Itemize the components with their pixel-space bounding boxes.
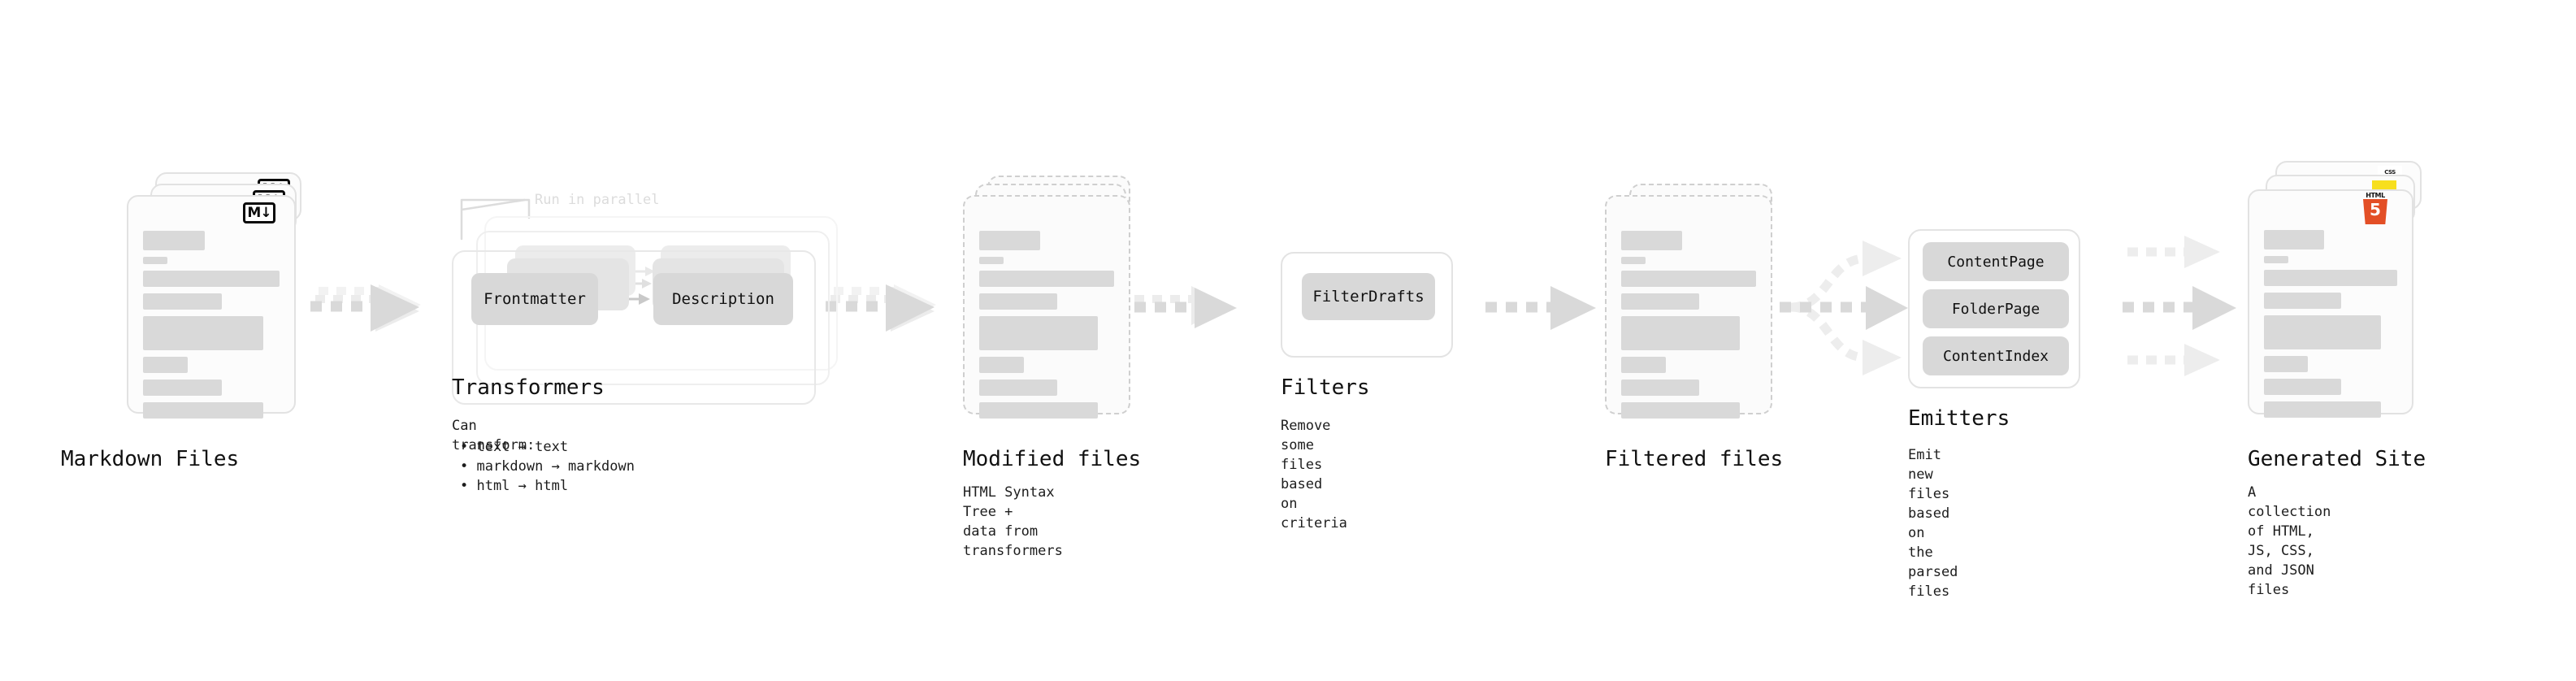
transformers-bullets: • text → text • markdown → markdown • ht…: [460, 437, 635, 496]
markdown-doc-card-front[interactable]: [127, 195, 296, 419]
arrow-markdown-to-transformers: [310, 284, 421, 332]
skeleton-line: [979, 357, 1024, 373]
transformer-card-front[interactable]: Frontmatter Description: [452, 250, 816, 405]
html5-badge-label: HTML: [2366, 192, 2385, 199]
skeleton-line: [979, 316, 1099, 350]
skeleton-line: [1621, 231, 1682, 250]
skeleton-line: [1621, 293, 1700, 310]
modified-files-subtitle: HTML Syntax Tree + data from transformer…: [963, 484, 1063, 559]
skeleton-line: [2264, 230, 2324, 249]
stage-title-generated-site: Generated Site: [2248, 447, 2426, 471]
skeleton-line: [143, 402, 263, 419]
site-doc-card-front[interactable]: [2248, 189, 2413, 418]
skeleton-line: [1621, 402, 1741, 419]
arrow-transformers-to-modified: [826, 284, 936, 332]
skeleton-line: [143, 231, 205, 250]
css-badge-label: CSS: [2384, 169, 2396, 176]
stage-title-markdown-files: Markdown Files: [61, 447, 240, 471]
skeleton-line: [1621, 380, 1700, 396]
generated-site-subtitle: A collection of HTML, JS, CSS, and JSON …: [2248, 484, 2331, 598]
pill-contentindex[interactable]: ContentIndex: [1923, 336, 2069, 375]
skeleton-line: [2264, 256, 2288, 263]
skeleton-line: [1621, 257, 1646, 264]
skeleton-line: [143, 257, 168, 264]
skeleton-line: [2264, 315, 2382, 349]
pill-frontmatter[interactable]: Frontmatter: [471, 273, 598, 325]
filtered-doc-skeleton: [1621, 231, 1756, 419]
arrow-emitters-to-site: [2123, 236, 2236, 376]
skeleton-line: [143, 357, 189, 373]
bullet-item: • markdown → markdown: [460, 458, 635, 475]
stage-title-emitters: Emitters: [1908, 406, 2010, 431]
filters-card[interactable]: FilterDrafts: [1281, 252, 1453, 358]
skeleton-line: [143, 316, 263, 350]
skeleton-line: [979, 271, 1114, 287]
stage-title-filters: Filters: [1281, 375, 1370, 400]
skeleton-line: [143, 380, 223, 396]
pill-contentpage[interactable]: ContentPage: [1923, 242, 2069, 281]
pill-filterdrafts[interactable]: FilterDrafts: [1302, 273, 1435, 320]
modified-doc-card-front[interactable]: [963, 195, 1130, 419]
bullet-item: • text → text: [460, 439, 569, 455]
skeleton-line: [979, 257, 1004, 264]
filters-subtitle: Remove some files based on criteria: [1281, 418, 1347, 531]
emitters-card[interactable]: ContentPage FolderPage ContentIndex: [1908, 229, 2080, 388]
skeleton-line: [1621, 357, 1666, 373]
markdown-badge-front: M↓: [243, 202, 275, 223]
skeleton-line: [979, 380, 1058, 396]
skeleton-line: [2264, 401, 2382, 418]
skeleton-line: [979, 402, 1099, 419]
skeleton-line: [2264, 293, 2342, 309]
html5-badge: HTML 5: [2361, 192, 2389, 224]
skeleton-line: [979, 293, 1058, 310]
stage-title-transformers: Transformers: [452, 375, 605, 400]
skeleton-line: [143, 271, 280, 287]
skeleton-line: [2264, 379, 2342, 395]
skeleton-line: [1621, 271, 1756, 287]
run-in-parallel-label: Run in parallel: [535, 192, 660, 208]
skeleton-line: [2264, 356, 2309, 372]
pill-description[interactable]: Description: [653, 273, 793, 325]
stage-title-filtered-files: Filtered files: [1605, 447, 1784, 471]
arrow-filters-to-filtered: [1485, 286, 1596, 330]
arrow-modified-to-filters: [1134, 286, 1237, 328]
site-doc-skeleton: [2264, 230, 2397, 418]
stage-title-modified-files: Modified files: [963, 447, 1142, 471]
modified-doc-skeleton: [979, 231, 1114, 419]
emitters-subtitle: Emit new files based on the parsed files: [1908, 447, 1958, 600]
skeleton-line: [979, 231, 1040, 250]
skeleton-line: [2264, 270, 2397, 286]
arrow-filtered-to-emitters: [1780, 241, 1908, 375]
markdown-doc-skeleton: [143, 231, 280, 419]
filtered-doc-card-front[interactable]: [1605, 195, 1772, 419]
bullet-item: • html → html: [460, 478, 569, 494]
pill-folderpage[interactable]: FolderPage: [1923, 289, 2069, 328]
skeleton-line: [1621, 316, 1741, 350]
html5-shield-icon: 5: [2363, 199, 2387, 224]
transformers-subtitle: Can transform:: [452, 418, 536, 453]
skeleton-line: [143, 293, 223, 310]
